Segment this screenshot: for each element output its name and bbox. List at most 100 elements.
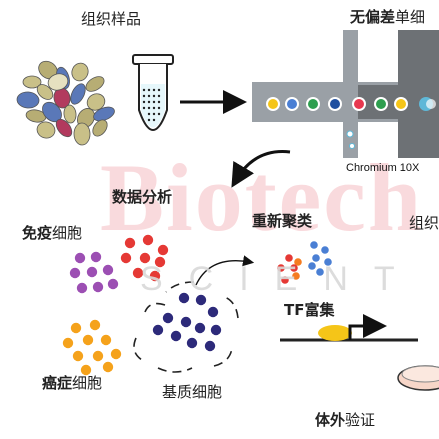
tube-particle (147, 112, 151, 116)
tissue-cell (22, 75, 42, 89)
tube-particle (142, 100, 146, 104)
immune-cell-dot (157, 244, 169, 256)
tube-particle (147, 88, 151, 92)
immune-cell-dot (120, 252, 132, 264)
immune-cell-dot (69, 267, 81, 279)
tf-protein-icon (318, 325, 352, 341)
tissue-cell (25, 109, 47, 123)
stromal-cell-dot (195, 294, 207, 306)
tumor-cell-dot (62, 337, 74, 349)
immune-cell-dot (76, 282, 88, 294)
tube-particle (147, 106, 151, 110)
tissue-cell (71, 62, 89, 82)
tumor-cell-dot (80, 364, 92, 376)
chromium-label: Chromium 10X (346, 162, 420, 174)
droplet-bead (330, 99, 340, 109)
tube-particle (157, 94, 161, 98)
microfluidic-chip-icon (252, 30, 439, 158)
subcluster-dot (316, 268, 324, 276)
tumor-cell-dot (72, 350, 84, 362)
immune-cells-label: 免疫细胞 (22, 226, 82, 241)
stromal-cell-dot (180, 316, 192, 328)
recluster-label: 重新聚类 (252, 212, 313, 230)
immune-cell-dot (149, 270, 161, 282)
tumor-cell-dot (110, 348, 122, 360)
tf-binding-schematic (280, 314, 418, 342)
tissue-cell (55, 118, 73, 138)
immune-cell-dot (154, 256, 166, 268)
tumor-cells-label-suffix: 细胞 (72, 374, 103, 392)
stromal-cell-dot (186, 337, 198, 349)
tissue-cell (73, 122, 91, 146)
tube-particle (157, 112, 161, 116)
tube-particle (152, 112, 156, 116)
stromal-cell-dot (204, 340, 216, 352)
tube-particle (157, 106, 161, 110)
subcluster-dot (321, 246, 329, 254)
immune-cell-dot (102, 264, 114, 276)
droplet-bead (287, 99, 297, 109)
tube-particle (152, 88, 156, 92)
tube-particle (157, 88, 161, 92)
tube-particle (142, 106, 146, 110)
tf-enrichment-label: TF富集 (284, 301, 335, 319)
tube-particle (152, 94, 156, 98)
tissue-cell (85, 76, 105, 92)
right-partial-label: 组织 (409, 214, 439, 232)
tube-particle (147, 118, 151, 122)
tumor-cell-cluster (62, 319, 122, 376)
tumor-cell-dot (70, 322, 82, 334)
validation-label-suffix: 验证 (345, 411, 376, 429)
stromal-cell-dot (178, 292, 190, 304)
recluster-dots (277, 241, 332, 284)
immune-cell-cluster (69, 234, 169, 294)
tube-particle (152, 106, 156, 110)
subcluster-dot (312, 254, 320, 262)
arrow-to-analysis (231, 150, 291, 188)
petri-dish-icon (397, 365, 439, 391)
subcluster-dot (308, 262, 316, 270)
single-cell-label: 无偏差单细 (350, 10, 425, 25)
data-analysis-label: 数据分析 (112, 188, 173, 206)
tissue-sample-icon (16, 60, 115, 146)
stromal-cell-dot (162, 312, 174, 324)
immune-cells-label-prefix: 免疫 (22, 224, 53, 242)
subcluster-dot (281, 276, 289, 284)
tumor-cells-label-prefix: 癌症 (42, 374, 73, 392)
droplet-bead (268, 99, 278, 109)
droplet-bead (396, 99, 406, 109)
immune-cell-dot (107, 278, 119, 290)
tissue-cell (36, 84, 54, 100)
stromal-cell-dot (207, 306, 219, 318)
subcluster-dot (277, 264, 285, 272)
stromal-cell-cluster (133, 281, 239, 373)
immune-cell-dot (90, 251, 102, 263)
subcluster-dot (290, 264, 298, 272)
tube-particle (152, 118, 156, 122)
promoter-arrow-icon (348, 314, 387, 340)
stromal-cell-dot (210, 324, 222, 336)
droplet-bead (376, 99, 386, 109)
subcluster-dot (292, 272, 300, 280)
tissue-sample-label: 组织样品 (81, 10, 142, 28)
tube-particle (142, 94, 146, 98)
single-cell-label-suffix: 单细 (395, 8, 426, 26)
stromal-cell-dot (152, 324, 164, 336)
tumor-cell-dot (82, 334, 94, 346)
tissue-cell (47, 73, 69, 91)
immune-cell-dot (139, 252, 151, 264)
droplet-bead (354, 99, 364, 109)
tube-particle (157, 100, 161, 104)
tissue-cell (92, 119, 108, 137)
tumor-cell-dot (89, 319, 101, 331)
immune-cell-dot (92, 281, 104, 293)
subcluster-dot (285, 254, 293, 262)
stromal-cells-label: 基质细胞 (162, 383, 223, 401)
immune-cell-dot (86, 266, 98, 278)
immune-cell-dot (74, 252, 86, 264)
subcluster-dot (310, 241, 318, 249)
immune-cell-dot (124, 237, 136, 249)
tumor-cell-dot (102, 361, 114, 373)
droplet-bead (308, 99, 318, 109)
